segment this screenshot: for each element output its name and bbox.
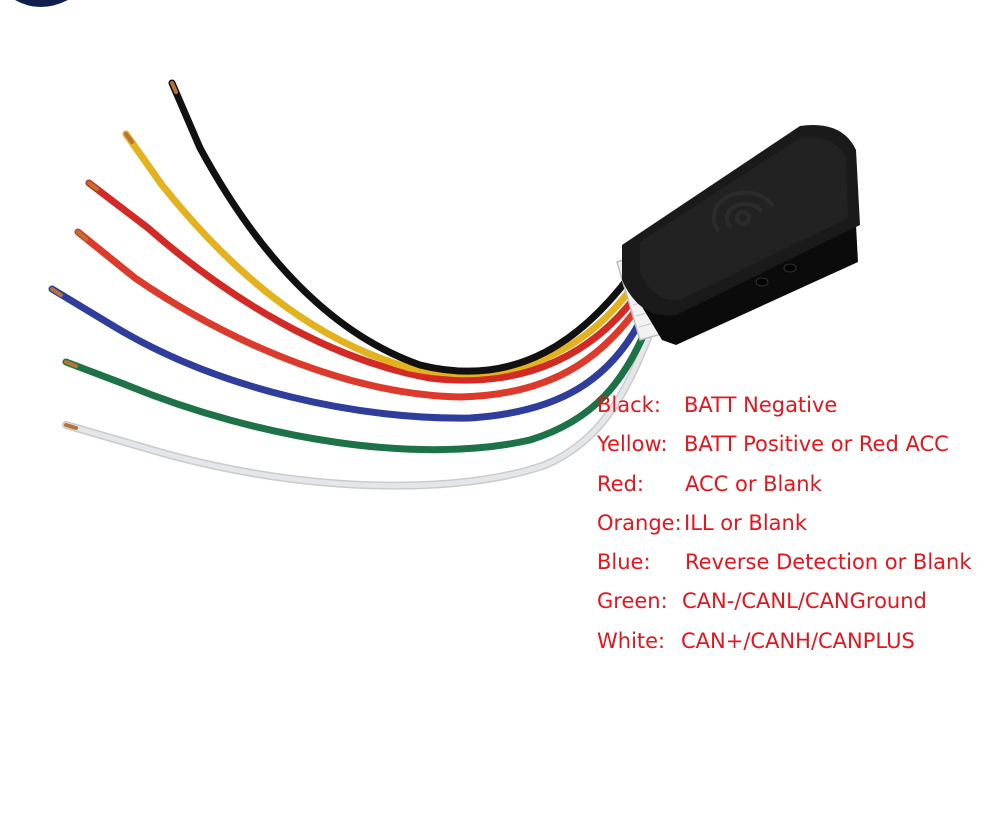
legend-row-blue: Blue: Reverse Detection or Blank xyxy=(597,543,992,582)
wire-black xyxy=(168,79,634,375)
corner-logo-fragment xyxy=(15,0,68,7)
legend-color-label: White: xyxy=(597,628,666,653)
legend-color-label: Red: xyxy=(597,471,644,496)
legend-meaning: ACC or Blank xyxy=(685,471,822,496)
legend-meaning: Reverse Detection or Blank xyxy=(685,550,972,575)
wire-yellow xyxy=(122,130,637,378)
legend-meaning: BATT Negative xyxy=(684,393,838,417)
legend-row-yellow: Yellow: BATT Positive or Red ACC xyxy=(597,425,992,464)
wire-bundle xyxy=(48,79,652,490)
legend-meaning: BATT Positive or Red ACC xyxy=(684,432,949,457)
wire-blue xyxy=(48,285,646,422)
wire-white-highlight xyxy=(63,335,651,489)
legend-meaning: CAN+/CANH/CANPLUS xyxy=(681,628,915,653)
wire-orange xyxy=(74,228,642,401)
legend-row-green: Green: CAN-/CANL/CANGround xyxy=(597,582,992,621)
legend-color-label: Black: xyxy=(597,393,661,417)
legend-row-black: Black: BATT Negative xyxy=(597,386,992,425)
module-logo-icon xyxy=(711,190,774,232)
legend-meaning: ILL or Blank xyxy=(684,510,808,535)
module-icon xyxy=(622,125,860,345)
legend-row-white: White: CAN+/CANH/CANPLUS xyxy=(597,622,992,661)
wire-green xyxy=(62,323,651,454)
legend-meaning: CAN-/CANL/CANGround xyxy=(682,589,927,614)
wire-tips xyxy=(50,81,178,430)
wire-red xyxy=(85,179,640,384)
wire-color-legend: Black: BATT Negative Yellow: BATT Positive… xyxy=(597,386,992,661)
legend-color-label: Yellow: xyxy=(597,432,668,457)
legend-row-orange: Orange:ILL or Blank xyxy=(597,504,992,543)
legend-color-label: Green: xyxy=(597,589,668,614)
legend-color-label: Orange: xyxy=(597,510,682,535)
legend-row-red: Red: ACC or Blank xyxy=(597,465,992,504)
legend-color-label: Blue: xyxy=(597,550,651,575)
